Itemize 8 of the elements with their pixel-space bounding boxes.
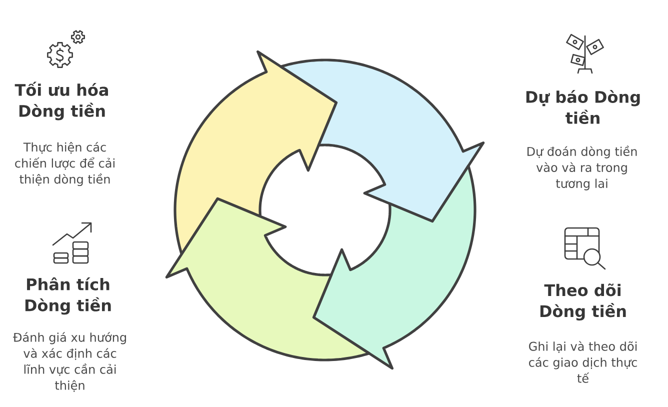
step-heading: Dự báo Dòng tiền: [526, 90, 640, 124]
step-description: Thực hiện các chiến lược để cải thiện dòng tiền: [15, 142, 114, 186]
step-heading: Theo dõi Dòng tiền: [540, 284, 626, 320]
step-heading: Tối ưu hóa Dòng tiền: [14, 82, 108, 120]
step-description: Ghi lại và theo dõi các giao dịch thực tế: [529, 341, 637, 383]
step-description: Đánh giá xu hướng và xác định các lĩnh vực cần cải thiện: [13, 332, 126, 392]
step-heading: Phân tích Dòng tiền: [25, 277, 111, 315]
step-description: Dự đoán dòng tiền vào và ra trong tương lai: [527, 146, 637, 190]
